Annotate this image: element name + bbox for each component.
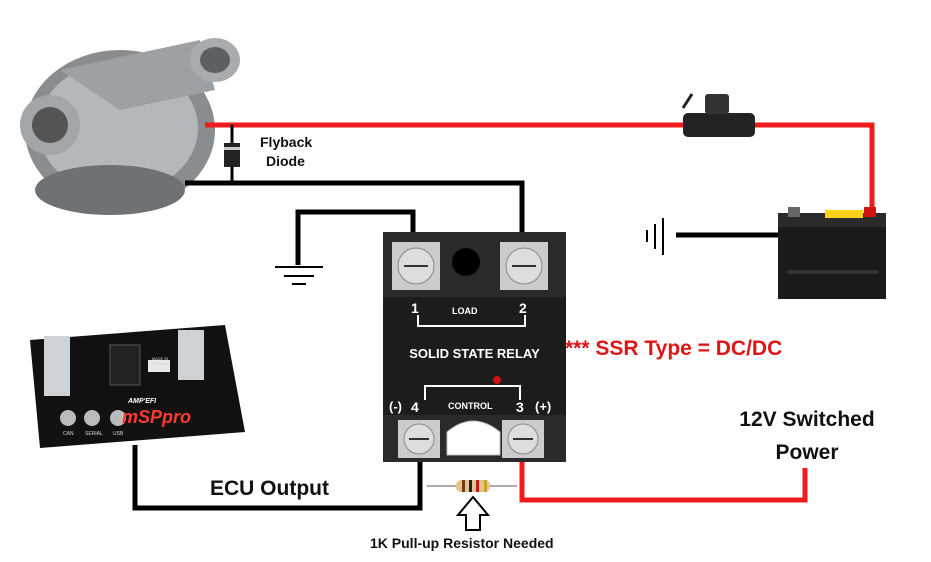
made-in-usa-label: MADE IN THE USA	[151, 356, 169, 366]
battery-icon	[778, 207, 886, 299]
port-serial-label: SERIAL	[85, 431, 103, 437]
ecu-output-wire	[132, 445, 423, 511]
relay-title: SOLID STATE RELAY	[409, 346, 540, 361]
switched-power-label: 12V Switched Power	[732, 403, 882, 469]
screw-terminal-2	[500, 242, 548, 290]
resistor-icon	[427, 480, 517, 492]
screw-terminal-1	[392, 242, 440, 290]
port-usb-label: USB	[113, 431, 124, 437]
ecu-brand-large: mSPpro	[122, 407, 192, 427]
ecu-module-icon	[30, 325, 245, 448]
terminal-negative-label: (-)	[389, 399, 402, 414]
screw-terminal-3	[502, 420, 544, 458]
switched-line-2: Power	[775, 441, 839, 464]
power-wire	[205, 122, 875, 215]
flyback-diode-label: Flyback Diode	[260, 133, 312, 171]
terminal-2-label: 2	[519, 300, 527, 316]
diode-icon	[224, 125, 240, 183]
fuse-icon	[681, 93, 755, 137]
relay-control-label: CONTROL	[448, 401, 493, 411]
ecu-output-label: ECU Output	[210, 477, 329, 500]
ground-symbol-icon	[275, 209, 416, 285]
flyback-line-2: Diode	[266, 153, 305, 169]
terminal-1-label: 1	[411, 300, 419, 316]
ecu-brand-small: AMP'EFI	[128, 398, 157, 405]
screw-terminal-4	[398, 420, 440, 458]
relay-load-label: LOAD	[452, 306, 478, 316]
terminal-3-label: 3	[516, 399, 524, 415]
ssr-type-note: *** SSR Type = DC/DC	[565, 337, 783, 360]
battery-ground-icon	[646, 218, 785, 255]
port-can-label: CAN	[63, 431, 74, 437]
arrow-up-icon	[455, 495, 491, 531]
pump-ground-wire	[185, 180, 525, 240]
resistor-note: 1K Pull-up Resistor Needed	[370, 535, 554, 551]
terminal-positive-label: (+)	[535, 399, 552, 414]
terminal-4-label: 4	[411, 399, 419, 415]
relay-markings	[417, 315, 526, 400]
switched-power-wire	[519, 462, 808, 503]
water-pump-icon	[20, 38, 240, 215]
switched-line-1: 12V Switched	[739, 408, 875, 431]
flyback-line-1: Flyback	[260, 134, 313, 150]
